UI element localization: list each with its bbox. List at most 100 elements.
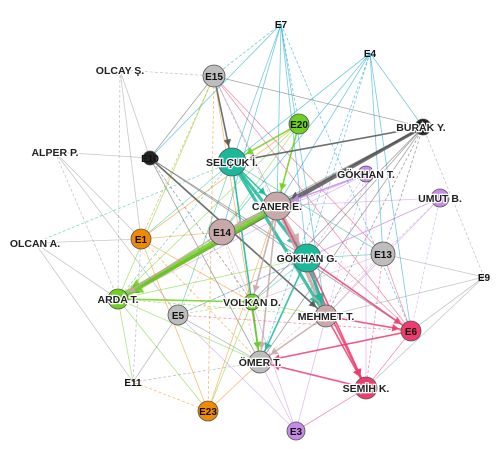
node-e23[interactable] [197,400,219,422]
node-label-e15: E15 [205,72,223,83]
edge-selcuk-to-mehmet [230,161,328,317]
node-label-selcuk: SELÇUK İ. [206,156,258,169]
arrowhead-caner-to-gokhang [289,232,300,245]
node-label-e11: E11 [124,378,142,389]
edge-e15-to-e13 [213,75,384,255]
arrowhead-e15-to-selcuk [223,138,232,147]
edge-e20-to-e1 [140,123,300,240]
arrowhead-e14-to-arda [128,285,137,293]
arrowhead-gokhant-to-caner [292,194,300,202]
edge-gokhant-to-caner [276,173,367,207]
node-layer [107,64,450,441]
edge-e9-to-mehmet [325,276,485,317]
edge-olcay-to-e1 [119,69,142,240]
node-label-gokhant: GÖKHAN T. [337,168,395,181]
arrowhead-e6-to-omer [272,354,281,362]
edge-e7-to-e6 [280,23,412,332]
edge-e6-to-semih [365,330,412,389]
edge-burak-to-omer [259,126,424,363]
node-e20[interactable] [288,113,310,135]
node-caner[interactable] [262,191,292,221]
edge-e14-to-omer [221,231,261,363]
edge-e6-to-e13 [382,253,412,332]
edge-burak-to-gokhang [306,126,424,259]
node-label-e13: E13 [374,250,392,261]
edge-arda-to-e11 [117,298,134,383]
edge-burak-to-e15 [213,75,424,128]
edge-olcan-to-arda [34,242,119,300]
node-label-mehmet: MEHMET T. [298,311,355,323]
node-label-e3: E3 [290,427,303,438]
edge-umut-to-e13 [382,197,441,255]
edge-burak-to-e14 [221,126,424,233]
edge-volkan-to-mehmet [251,301,327,317]
edge-e6-to-e5 [177,314,412,332]
edge-burak-to-selcuk [231,126,424,163]
arrowhead-selcuk-to-caner [257,187,266,195]
edge-burak-to-volkan [251,126,424,303]
edge-gokhang-to-arda [117,257,308,300]
edge-omer-to-e3 [259,361,297,432]
node-label-arda: ARDA T. [97,294,138,306]
edge-semih-to-e13 [365,253,384,389]
node-label-alper: ALPER P. [31,147,78,159]
node-semih[interactable] [354,376,378,400]
edge-e7-to-e15 [213,23,282,77]
edge-e14-to-e1 [140,231,223,240]
node-e1[interactable] [130,228,152,250]
node-e15[interactable] [202,64,226,88]
node-label-burak: BURAK Y. [396,122,445,134]
edge-e7-to-e20 [280,23,300,125]
node-arda[interactable] [107,288,129,310]
node-e13[interactable] [370,241,396,267]
edge-e10-to-volkan [149,157,253,303]
node-e3[interactable] [286,421,306,441]
edge-caner-to-omer [259,205,278,363]
node-label-e20: E20 [290,120,308,131]
edge-arda-to-omer [117,298,261,363]
edge-e15-to-caner [213,75,278,207]
edge-mehmet-to-e3 [295,315,327,432]
edge-arda-to-volkan [117,298,253,303]
edge-semih-to-e3 [295,387,367,432]
node-gokhang[interactable] [292,243,322,273]
node-label-umut: UMUT B. [418,193,462,205]
arrowhead-e10-to-mehmet [308,299,317,308]
node-umut[interactable] [430,188,450,208]
node-label-e1: E1 [135,235,148,246]
edge-olcay-to-e15 [119,69,215,77]
node-label-e7: E7 [275,20,288,31]
node-e14[interactable] [208,218,236,246]
node-burak[interactable] [414,118,432,136]
edge-layer [34,23,485,432]
node-label-e5: E5 [172,311,185,322]
node-volkan[interactable] [243,293,261,311]
edge-e7-to-caner [276,23,282,207]
node-label-omer: ÖMER T. [239,356,282,369]
edge-selcuk-to-e1 [140,161,233,240]
node-label-e6: E6 [405,327,418,338]
node-e5[interactable] [167,304,189,326]
arrowhead-caner-to-volkan [252,284,261,293]
edge-e7-to-mehmet [280,23,327,317]
edge-e3-to-e5 [177,314,297,432]
edge-e4-to-e14 [221,52,371,233]
edge-selcuk-to-e5 [177,161,233,316]
edge-burak-to-caner [276,126,424,207]
arrowhead-gokhang-to-mehmet [313,292,325,304]
node-mehmet[interactable] [314,304,338,328]
edge-gokhant-to-gokhang [306,173,367,259]
edge-e4-to-burak [369,52,424,128]
edge-olcan-to-e11 [34,242,134,383]
node-label-caner: CANER E. [252,201,302,213]
node-gokhant[interactable] [357,165,375,183]
node-omer[interactable] [248,350,272,374]
node-e6[interactable] [400,320,422,342]
node-e10[interactable] [142,150,158,166]
edge-e4-to-e6 [369,52,412,332]
arrowhead-e20-to-caner [279,182,287,191]
edge-e1-to-volkan [140,238,253,303]
node-selcuk[interactable] [217,147,247,177]
edge-e4-to-caner [276,52,371,207]
